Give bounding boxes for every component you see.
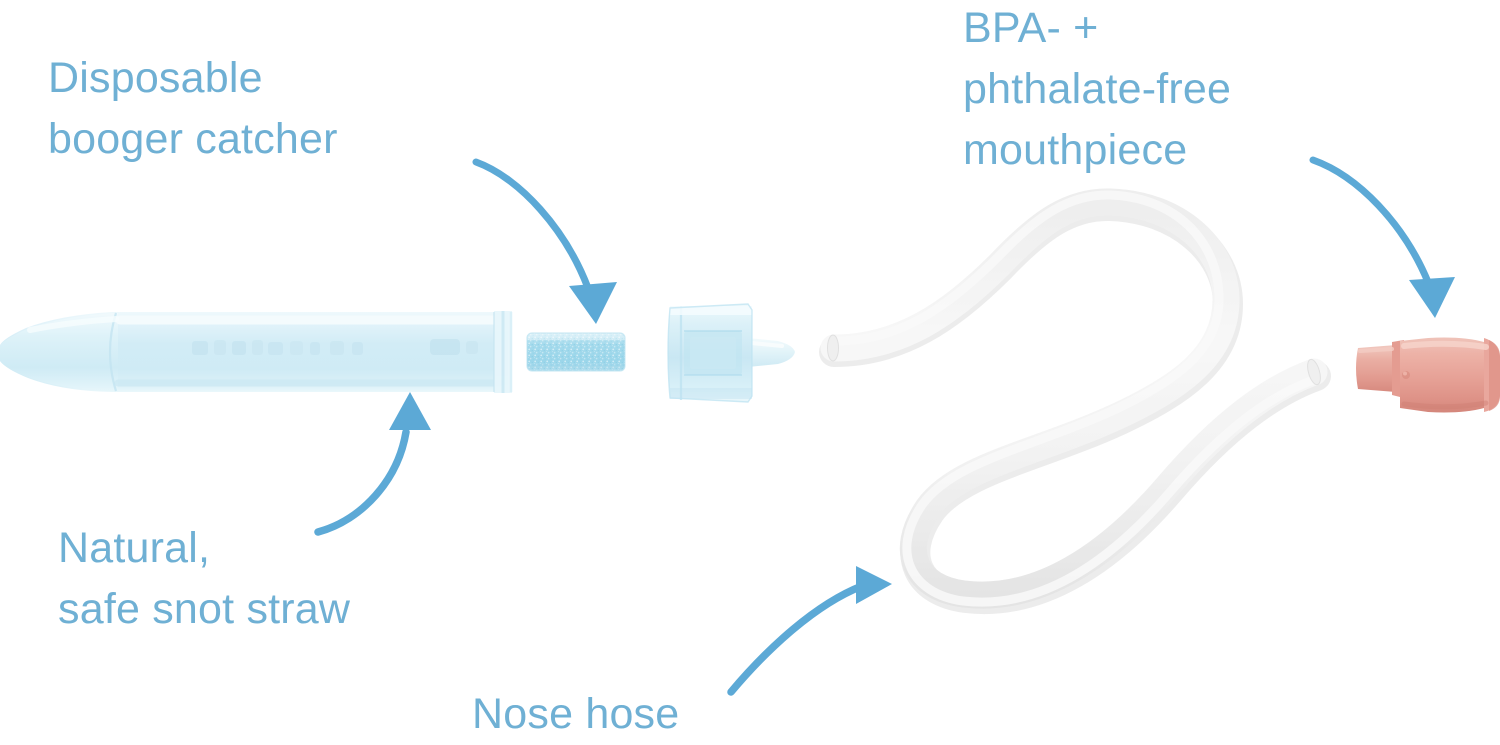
- label-bpa-phthalate-free-mouthpiece: BPA- + phthalate-free mouthpiece: [963, 4, 1232, 175]
- part-snot-straw-body[interactable]: [0, 311, 513, 393]
- part-nose-hose[interactable]: [819, 188, 1331, 615]
- embossed-marking: [192, 339, 478, 355]
- label-natural-safe-snot-straw: Natural, safe snot straw: [58, 524, 351, 634]
- part-mouthpiece[interactable]: [1356, 337, 1500, 413]
- label-nose-hose: Nose hose: [472, 690, 680, 738]
- part-filter-foam[interactable]: [526, 332, 626, 372]
- label-disposable-booger-catcher: Disposable booger catcher: [48, 54, 338, 164]
- part-cap-connector[interactable]: [667, 303, 795, 403]
